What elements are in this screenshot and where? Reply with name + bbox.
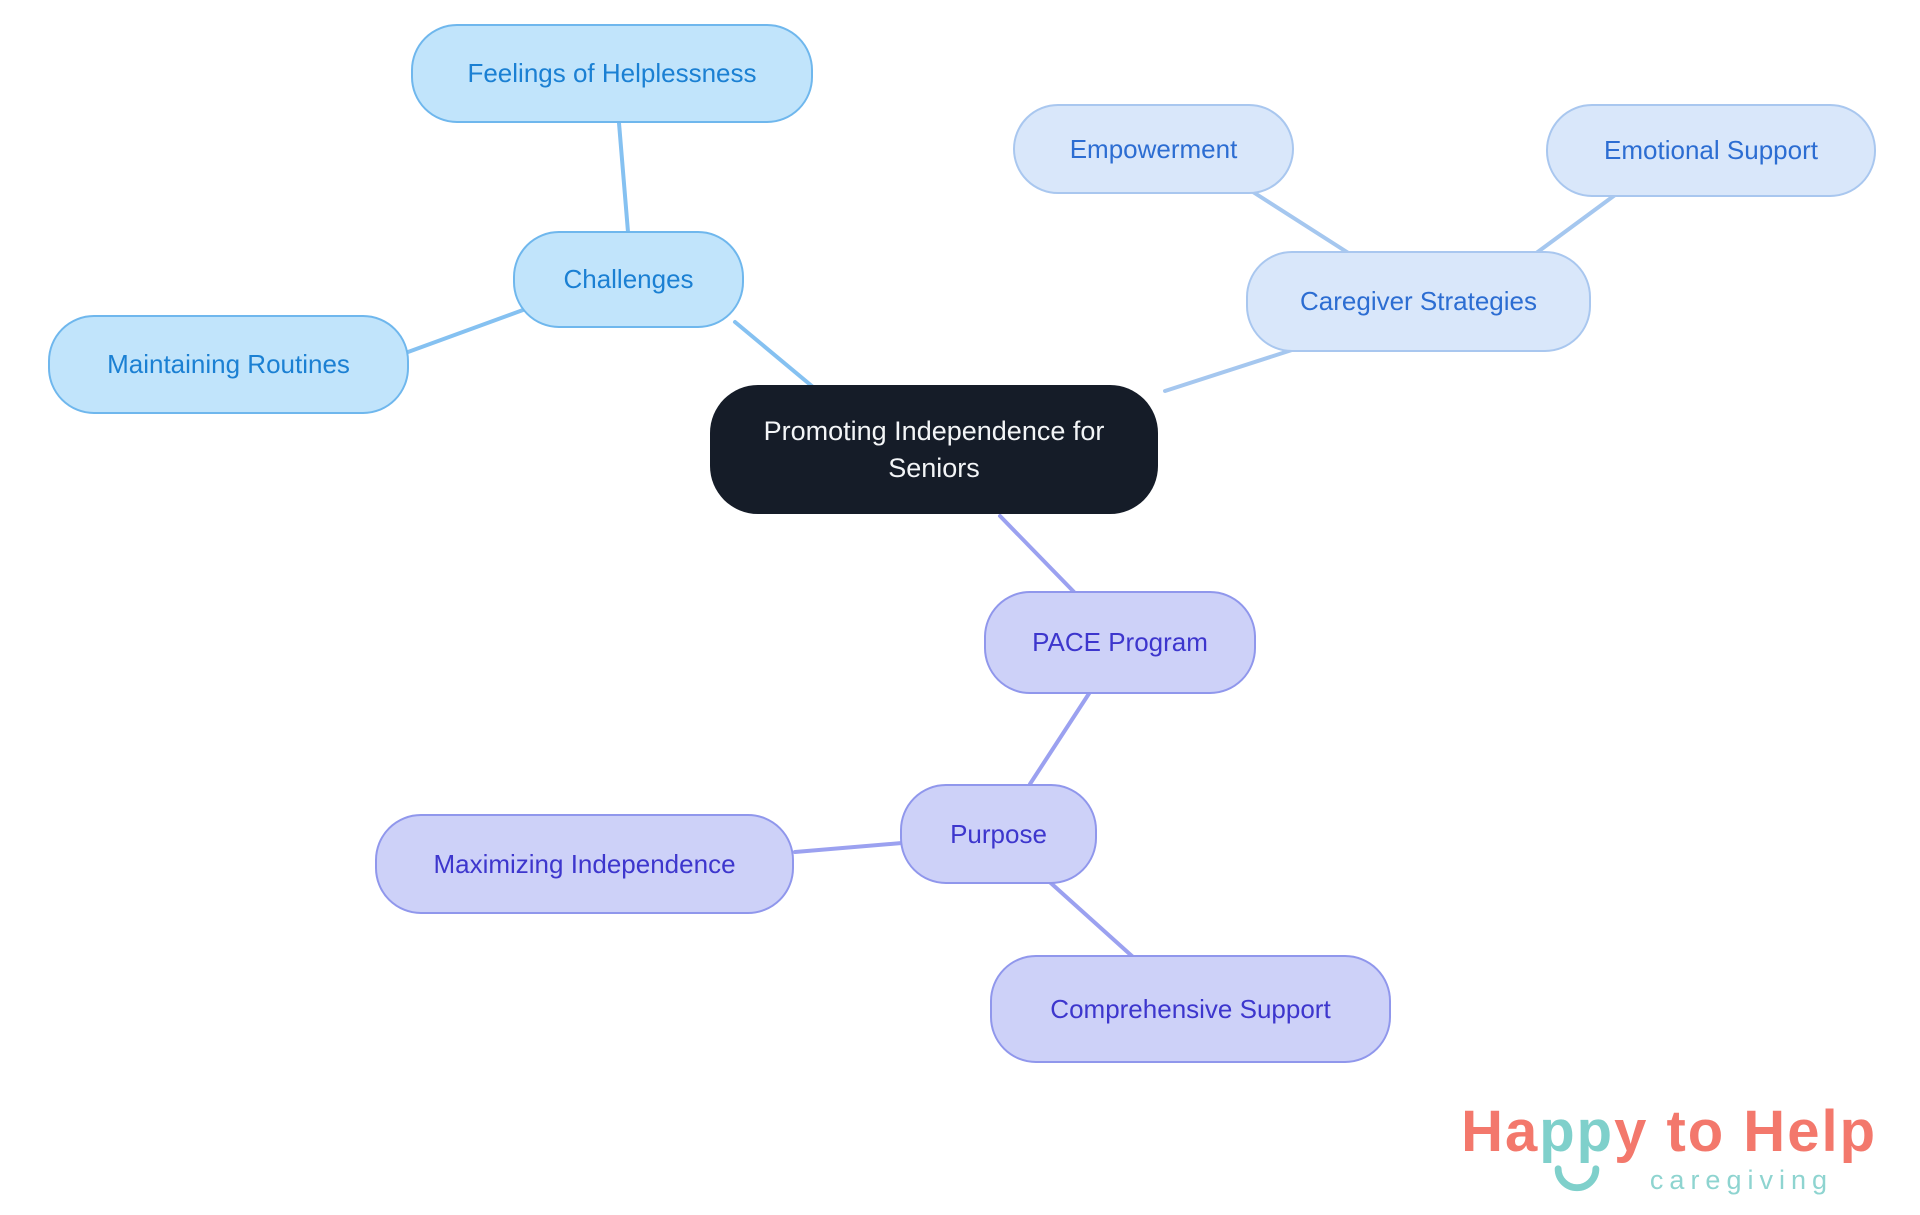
edge-pace-purpose bbox=[1028, 690, 1092, 786]
node-challenges: Challenges bbox=[513, 231, 744, 328]
edge-purpose-comprehensive bbox=[1041, 874, 1135, 959]
node-maximizing-independence: Maximizing Independence bbox=[375, 814, 794, 914]
edge-central-caregiver bbox=[1163, 347, 1297, 393]
logo-wordmark-pp-text: pp bbox=[1539, 1099, 1615, 1164]
logo-tagline: caregiving bbox=[1649, 1165, 1833, 1195]
edge-caregiver-empowerment bbox=[1251, 190, 1352, 256]
logo-wordmark-part3: y to Help bbox=[1614, 1099, 1877, 1164]
logo-wordmark-part1: Ha bbox=[1461, 1099, 1540, 1164]
edge-challenges-feelings bbox=[617, 121, 630, 234]
edge-central-pace bbox=[998, 514, 1076, 594]
edge-purpose-maximizing bbox=[793, 841, 904, 854]
node-caregiver-strategies-label: Caregiver Strategies bbox=[1300, 286, 1537, 317]
node-purpose-label: Purpose bbox=[950, 818, 1047, 849]
node-comprehensive-support: Comprehensive Support bbox=[990, 955, 1391, 1063]
node-emotional-support-label: Emotional Support bbox=[1604, 135, 1818, 166]
edge-caregiver-emotional bbox=[1533, 193, 1617, 256]
node-comprehensive-support-label: Comprehensive Support bbox=[1050, 993, 1331, 1024]
node-pace-program: PACE Program bbox=[984, 591, 1256, 694]
node-emotional-support: Emotional Support bbox=[1546, 104, 1876, 197]
node-feelings-of-helplessness-label: Feelings of Helplessness bbox=[467, 58, 757, 89]
node-feelings-of-helplessness: Feelings of Helplessness bbox=[411, 24, 813, 123]
node-central-topic-label: Promoting Independence for Seniors bbox=[763, 416, 1105, 483]
logo-wordmark-pp: pp bbox=[1539, 1103, 1614, 1192]
node-maintaining-routines-label: Maintaining Routines bbox=[107, 349, 350, 380]
node-central-topic: Promoting Independence for Seniors bbox=[710, 385, 1158, 514]
node-empowerment: Empowerment bbox=[1013, 104, 1294, 194]
node-purpose: Purpose bbox=[900, 784, 1097, 884]
node-maintaining-routines: Maintaining Routines bbox=[48, 315, 409, 414]
edge-challenges-maintaining bbox=[406, 308, 525, 354]
edge-central-challenges bbox=[733, 320, 815, 389]
node-empowerment-label: Empowerment bbox=[1069, 133, 1238, 164]
node-caregiver-strategies: Caregiver Strategies bbox=[1246, 251, 1591, 352]
node-pace-program-label: PACE Program bbox=[1032, 627, 1208, 658]
node-challenges-label: Challenges bbox=[563, 264, 694, 295]
node-maximizing-independence-label: Maximizing Independence bbox=[433, 848, 736, 879]
logo-smile-icon bbox=[1554, 1165, 1599, 1192]
